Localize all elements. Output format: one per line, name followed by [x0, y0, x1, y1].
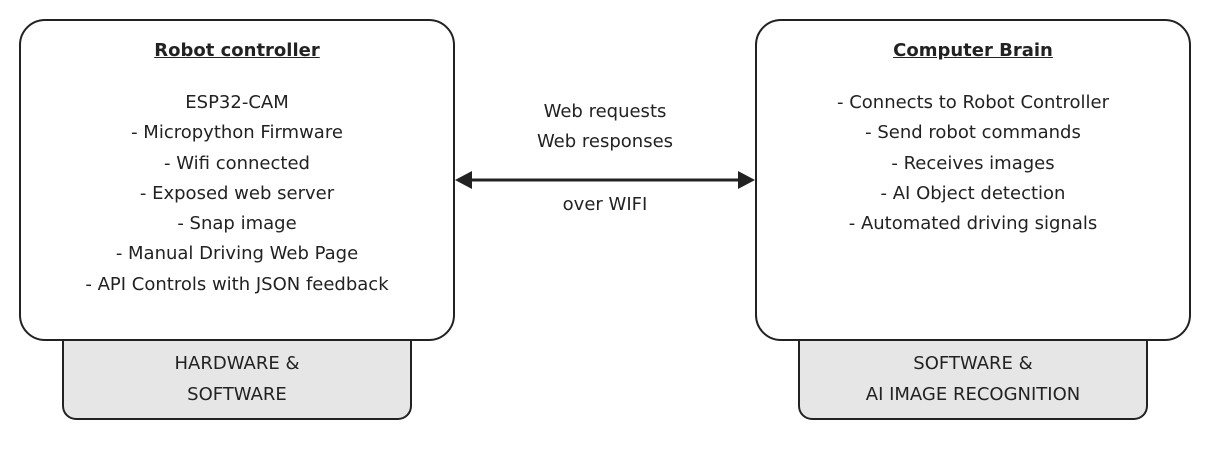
connection-line: Web requests	[543, 101, 667, 122]
connection-line: Web responses	[536, 131, 674, 152]
right-tab-line: SOFTWARE &	[913, 353, 1033, 374]
connection-labels: Web requests Web responses	[455, 97, 755, 157]
feature-line: - Manual Driving Web Page	[115, 243, 359, 265]
feature-line: ESP32-CAM	[185, 92, 289, 113]
right-tab-line: AI IMAGE RECOGNITION	[865, 384, 1081, 405]
computer-brain-box: Computer Brain - Connects to Robot Contr…	[755, 19, 1191, 341]
computer-brain-title: Computer Brain	[893, 40, 1053, 61]
feature-line: - AI Object detection	[880, 182, 1066, 204]
feature-line: - Connects to Robot Controller	[836, 92, 1109, 113]
feature-line: - Wifi connected	[164, 152, 310, 174]
feature-line: - Micropython Firmware	[131, 122, 343, 144]
robot-controller-features: ESP32-CAM - Micropython Firmware - Wifi …	[21, 88, 453, 300]
feature-line: - Send robot commands	[865, 122, 1081, 144]
robot-controller-title: Robot controller	[154, 40, 320, 61]
feature-line: - Automated driving signals	[848, 213, 1098, 235]
feature-line: - API Controls with JSON feedback	[85, 273, 389, 295]
robot-controller-box: Robot controller ESP32-CAM - Micropython…	[19, 19, 455, 341]
left-tab-line: SOFTWARE	[187, 384, 287, 405]
connection-medium: over WIFI	[562, 194, 648, 215]
feature-line: - Receives images	[891, 152, 1055, 174]
feature-line: - Snap image	[177, 213, 297, 235]
computer-brain-features: - Connects to Robot Controller - Send ro…	[757, 88, 1189, 239]
feature-line: - Exposed web server	[139, 182, 335, 204]
left-tab-line: HARDWARE &	[174, 353, 300, 374]
